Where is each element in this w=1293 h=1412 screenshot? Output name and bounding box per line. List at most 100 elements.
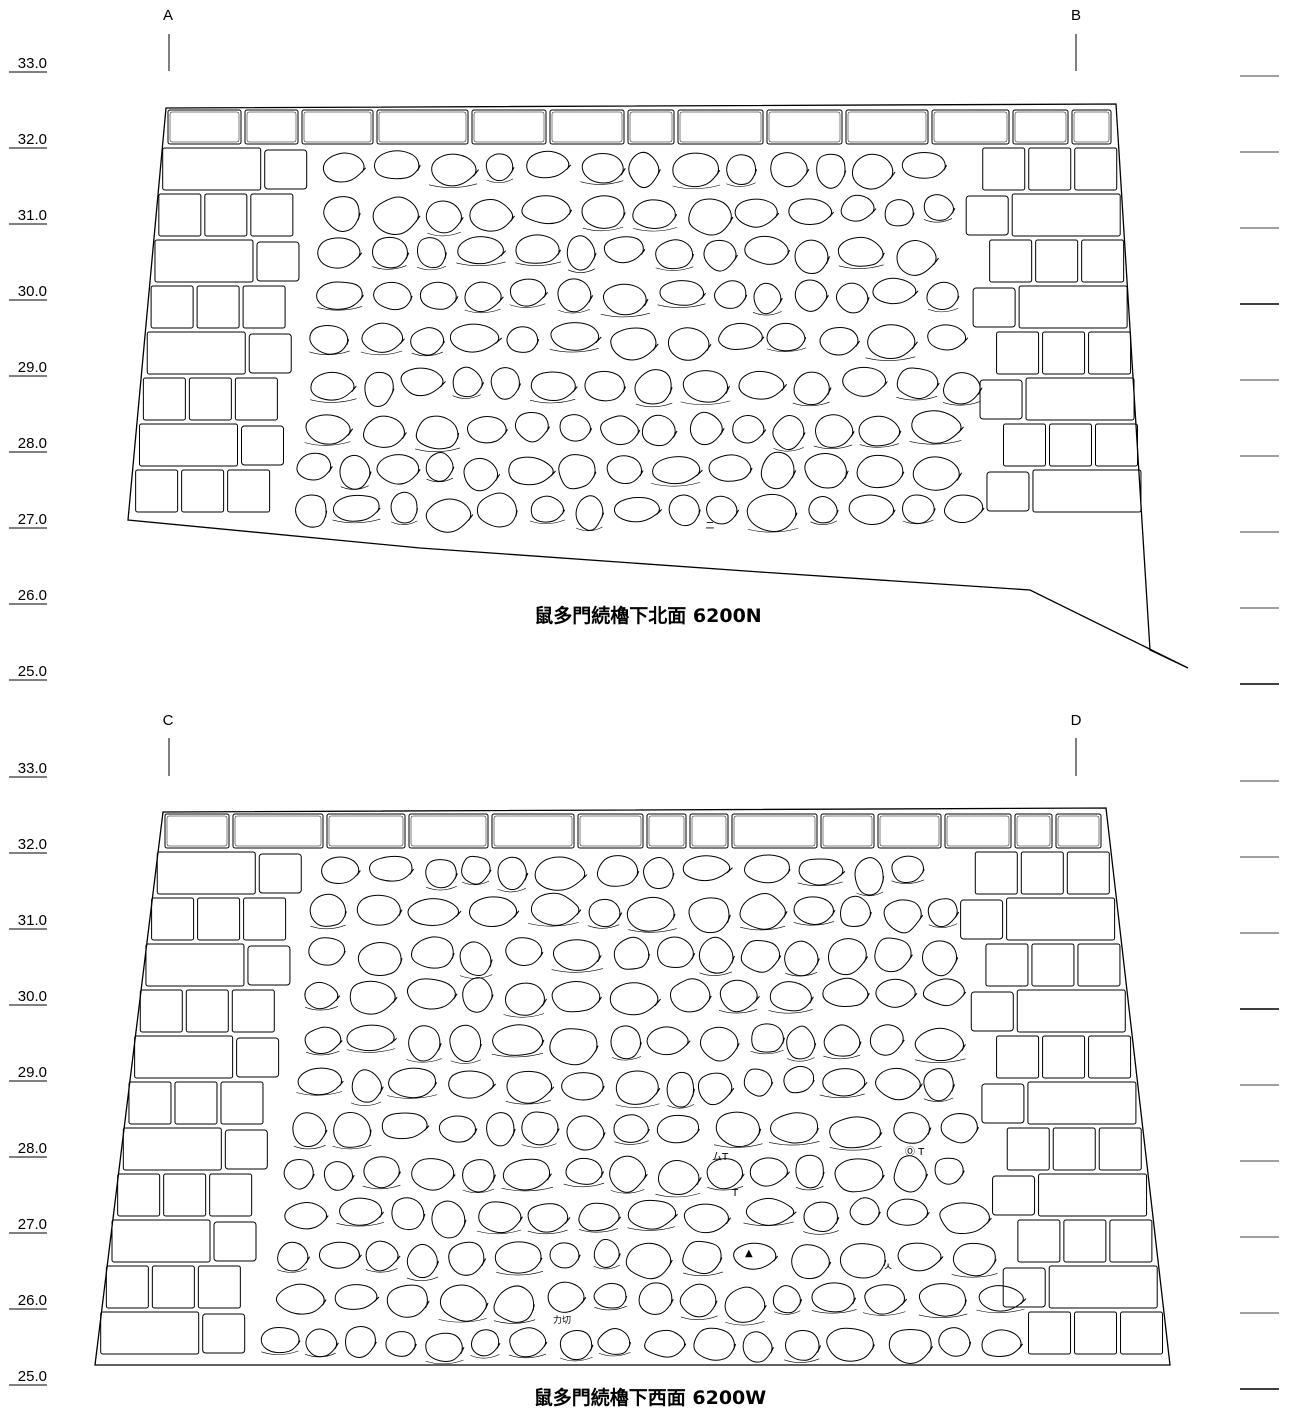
coping-stone (877, 813, 942, 849)
quoin-stone (163, 1173, 207, 1217)
coping-stone (944, 813, 1012, 849)
stone-contour (360, 350, 403, 356)
rubble-stone (469, 199, 515, 232)
quoin-stone (1006, 897, 1116, 941)
stone-contour (784, 1358, 820, 1363)
coping-stone (408, 813, 489, 849)
quoin-stone (100, 1311, 200, 1355)
rubble-stone (372, 236, 410, 269)
rubble-stone (515, 234, 562, 264)
quoin-stone (105, 1265, 149, 1309)
rubble-stone (827, 938, 869, 976)
rubble-stone (746, 493, 798, 533)
rubble-stone (788, 198, 834, 225)
coping-stone (733, 815, 816, 847)
stone-contour (491, 1052, 544, 1058)
rubble-stone (667, 327, 712, 361)
stone-contour (610, 1189, 645, 1194)
coping-stone (473, 111, 545, 143)
stone-contour (427, 231, 461, 237)
stone-contour (865, 356, 916, 361)
rubble-stone (565, 1157, 605, 1185)
rubble-stone (927, 324, 969, 351)
rubble-stone (952, 1242, 997, 1277)
rubble-stone (688, 897, 731, 934)
rubble-stone (715, 1111, 762, 1148)
quoin-stone (111, 1219, 211, 1263)
quoin-stone (151, 1265, 195, 1309)
coping-stone (246, 111, 297, 143)
stone-contour (305, 1006, 339, 1011)
mason-mark: Ⓞ T (905, 1146, 925, 1158)
rubble-stone (615, 1070, 661, 1105)
rubble-stone (602, 283, 649, 316)
rubble-stone (317, 237, 363, 269)
mason-mark: 力切 (553, 1314, 571, 1326)
coping-stone (677, 109, 764, 145)
rubble-stone (901, 494, 936, 525)
stone-contour (598, 1351, 631, 1357)
stone-contour (923, 1097, 954, 1102)
rubble-stone (339, 1197, 385, 1226)
quoin-stone (965, 195, 1009, 236)
rubble-stone (939, 1202, 992, 1235)
quoin-stone (135, 469, 179, 513)
section-marker-a: A (163, 7, 173, 24)
stone-contour (293, 1144, 326, 1150)
rubble-stone (627, 1199, 678, 1230)
rubble-stone (683, 1203, 732, 1234)
stone-contour (558, 308, 590, 314)
rubble-stone (834, 1158, 885, 1193)
rubble-stone (708, 454, 753, 482)
rubble-stone (656, 1114, 700, 1144)
quoin-stone (1002, 1267, 1046, 1308)
quoin-stone (1088, 1035, 1132, 1079)
rubble-stone (321, 856, 361, 884)
rubble-stone (912, 456, 963, 491)
rubble-stone (814, 414, 855, 448)
quoin-stone (145, 943, 245, 987)
rubble-stone (849, 1197, 881, 1226)
stone-contour (768, 1009, 813, 1014)
stone-contour (927, 307, 959, 313)
rubble-stone (463, 457, 501, 492)
stone-contour (362, 1184, 401, 1190)
quoin-stone (1028, 147, 1072, 191)
rubble-stone (740, 939, 782, 973)
quoin-stone (213, 1221, 257, 1262)
rubble-stone (530, 371, 578, 402)
rubble-stone (549, 1028, 599, 1066)
coping-stone (1012, 109, 1069, 145)
stone-contour (793, 921, 835, 926)
stone-contour (332, 1144, 372, 1150)
quoin-stone (1077, 943, 1121, 987)
rubble-stone (603, 236, 646, 264)
rubble-stone (749, 1157, 790, 1187)
rubble-stone (743, 854, 791, 884)
west-face-caption: 鼠多門続櫓下西面 6200W (534, 1386, 766, 1409)
elevation-scale-left: 33.032.031.030.029.028.027.026.025.0 (9, 55, 47, 681)
quoin-stone (1031, 943, 1075, 987)
stone-contour (909, 440, 962, 445)
coping-stone (234, 815, 322, 847)
rubble-stone (470, 1329, 501, 1357)
rubble-stone (835, 282, 870, 314)
stone-contour (819, 1093, 865, 1098)
rubble-stone (742, 1331, 775, 1363)
coping-stone (166, 815, 228, 847)
rubble-stone (718, 322, 765, 351)
rubble-stone (732, 415, 767, 444)
stone-contour (527, 922, 579, 927)
quoin-stone (158, 193, 202, 237)
stone-contour (655, 266, 694, 271)
rubble-stone (923, 1068, 956, 1102)
quoin-stone (154, 239, 254, 283)
coping-stone (167, 109, 242, 145)
rubble-stone (698, 936, 735, 974)
stone-contour (310, 398, 357, 403)
rubble-stone (349, 980, 398, 1015)
rubble-stone (745, 1197, 797, 1226)
quoin-stone (139, 423, 238, 467)
coping-stone (1014, 111, 1067, 143)
coping-stone (646, 813, 687, 849)
